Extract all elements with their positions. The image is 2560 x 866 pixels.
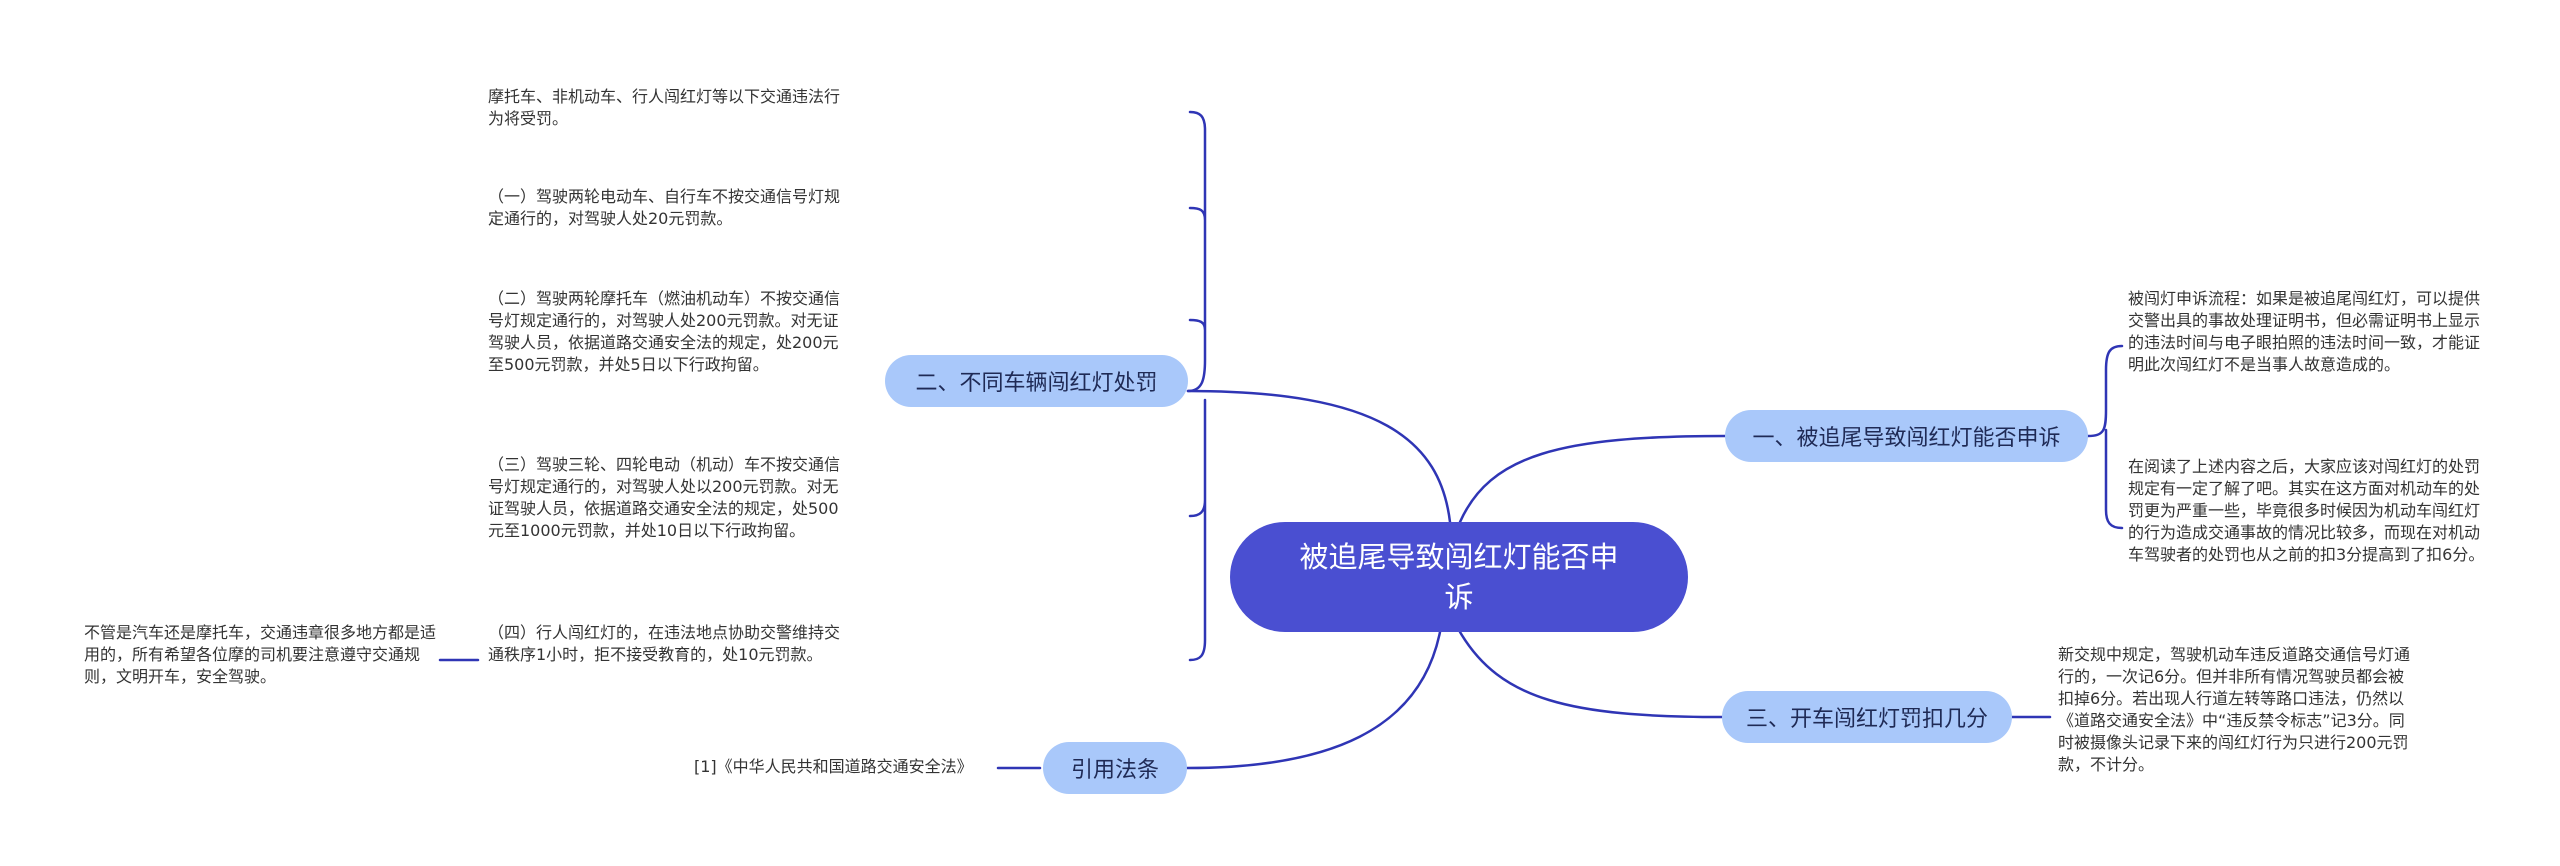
link-root-b1	[1458, 434, 1727, 524]
central-topic[interactable]: 被追尾导致闯红灯能否申诉	[1230, 522, 1688, 632]
branch-appeal[interactable]: 一、被追尾导致闯红灯能否申诉	[1725, 410, 2088, 462]
branch-appeal-label: 一、被追尾导致闯红灯能否申诉	[1752, 426, 2061, 451]
branch-references[interactable]: 引用法条	[1043, 742, 1187, 794]
leaf-appeal-summary: 在阅读了上述内容之后，大家应该对闯红灯的处罚规定有一定了解了吧。其实在这方面对机…	[2128, 457, 2485, 564]
branch-penalties[interactable]: 二、不同车辆闯红灯处罚	[885, 355, 1188, 407]
branch-references-label: 引用法条	[1070, 758, 1159, 783]
leaf-appeal-process: 被闯灯申诉流程：如果是被追尾闯红灯，可以提供交警出具的事故处理证明书，但必需证明…	[2128, 289, 2481, 374]
leaf-penalty-1: （一）驾驶两轮电动车、自行车不按交通信号灯规定通行的，对驾驶人处20元罚款。	[488, 187, 841, 228]
branch-points[interactable]: 三、开车闯红灯罚扣几分	[1722, 691, 2012, 743]
branch-points-label: 三、开车闯红灯罚扣几分	[1745, 707, 1988, 732]
leaf-penalty-2: （二）驾驶两轮摩托车（燃油机动车）不按交通信号灯规定通行的，对驾驶人处200元罚…	[488, 289, 841, 374]
central-topic-label: 被追尾导致闯红灯能否申诉	[1299, 540, 1619, 614]
link-b2-bracket	[1186, 110, 1207, 662]
leaf-penalty-4: （四）行人闯红灯的，在违法地点协助交警维持交通秩序1小时，拒不接受教育的，处10…	[488, 623, 841, 664]
link-b1-bracket	[2086, 344, 2124, 530]
link-root-b2	[1186, 389, 1452, 524]
branch-penalties-label: 二、不同车辆闯红灯处罚	[915, 371, 1158, 396]
leaf-penalty-intro: 摩托车、非机动车、行人闯红灯等以下交通违法行为将受罚。	[488, 87, 841, 128]
leaf-penalty-3: （三）驾驶三轮、四轮电动（机动）车不按交通信号灯规定通行的，对驾驶人处以200元…	[488, 455, 841, 540]
leaf-law-reference: [1]《中华人民共和国道路交通安全法》	[694, 757, 973, 776]
leaf-points-rule: 新交规中规定，驾驶机动车违反道路交通信号灯通行的，一次记6分。但并非所有情况驾驶…	[2058, 645, 2411, 774]
link-root-b3	[1458, 630, 1724, 719]
link-root-b4	[1185, 630, 1442, 770]
leaf-penalty-note: 不管是汽车还是摩托车，交通违章很多地方都是适用的，所有希望各位摩的司机要注意遵守…	[84, 623, 437, 686]
